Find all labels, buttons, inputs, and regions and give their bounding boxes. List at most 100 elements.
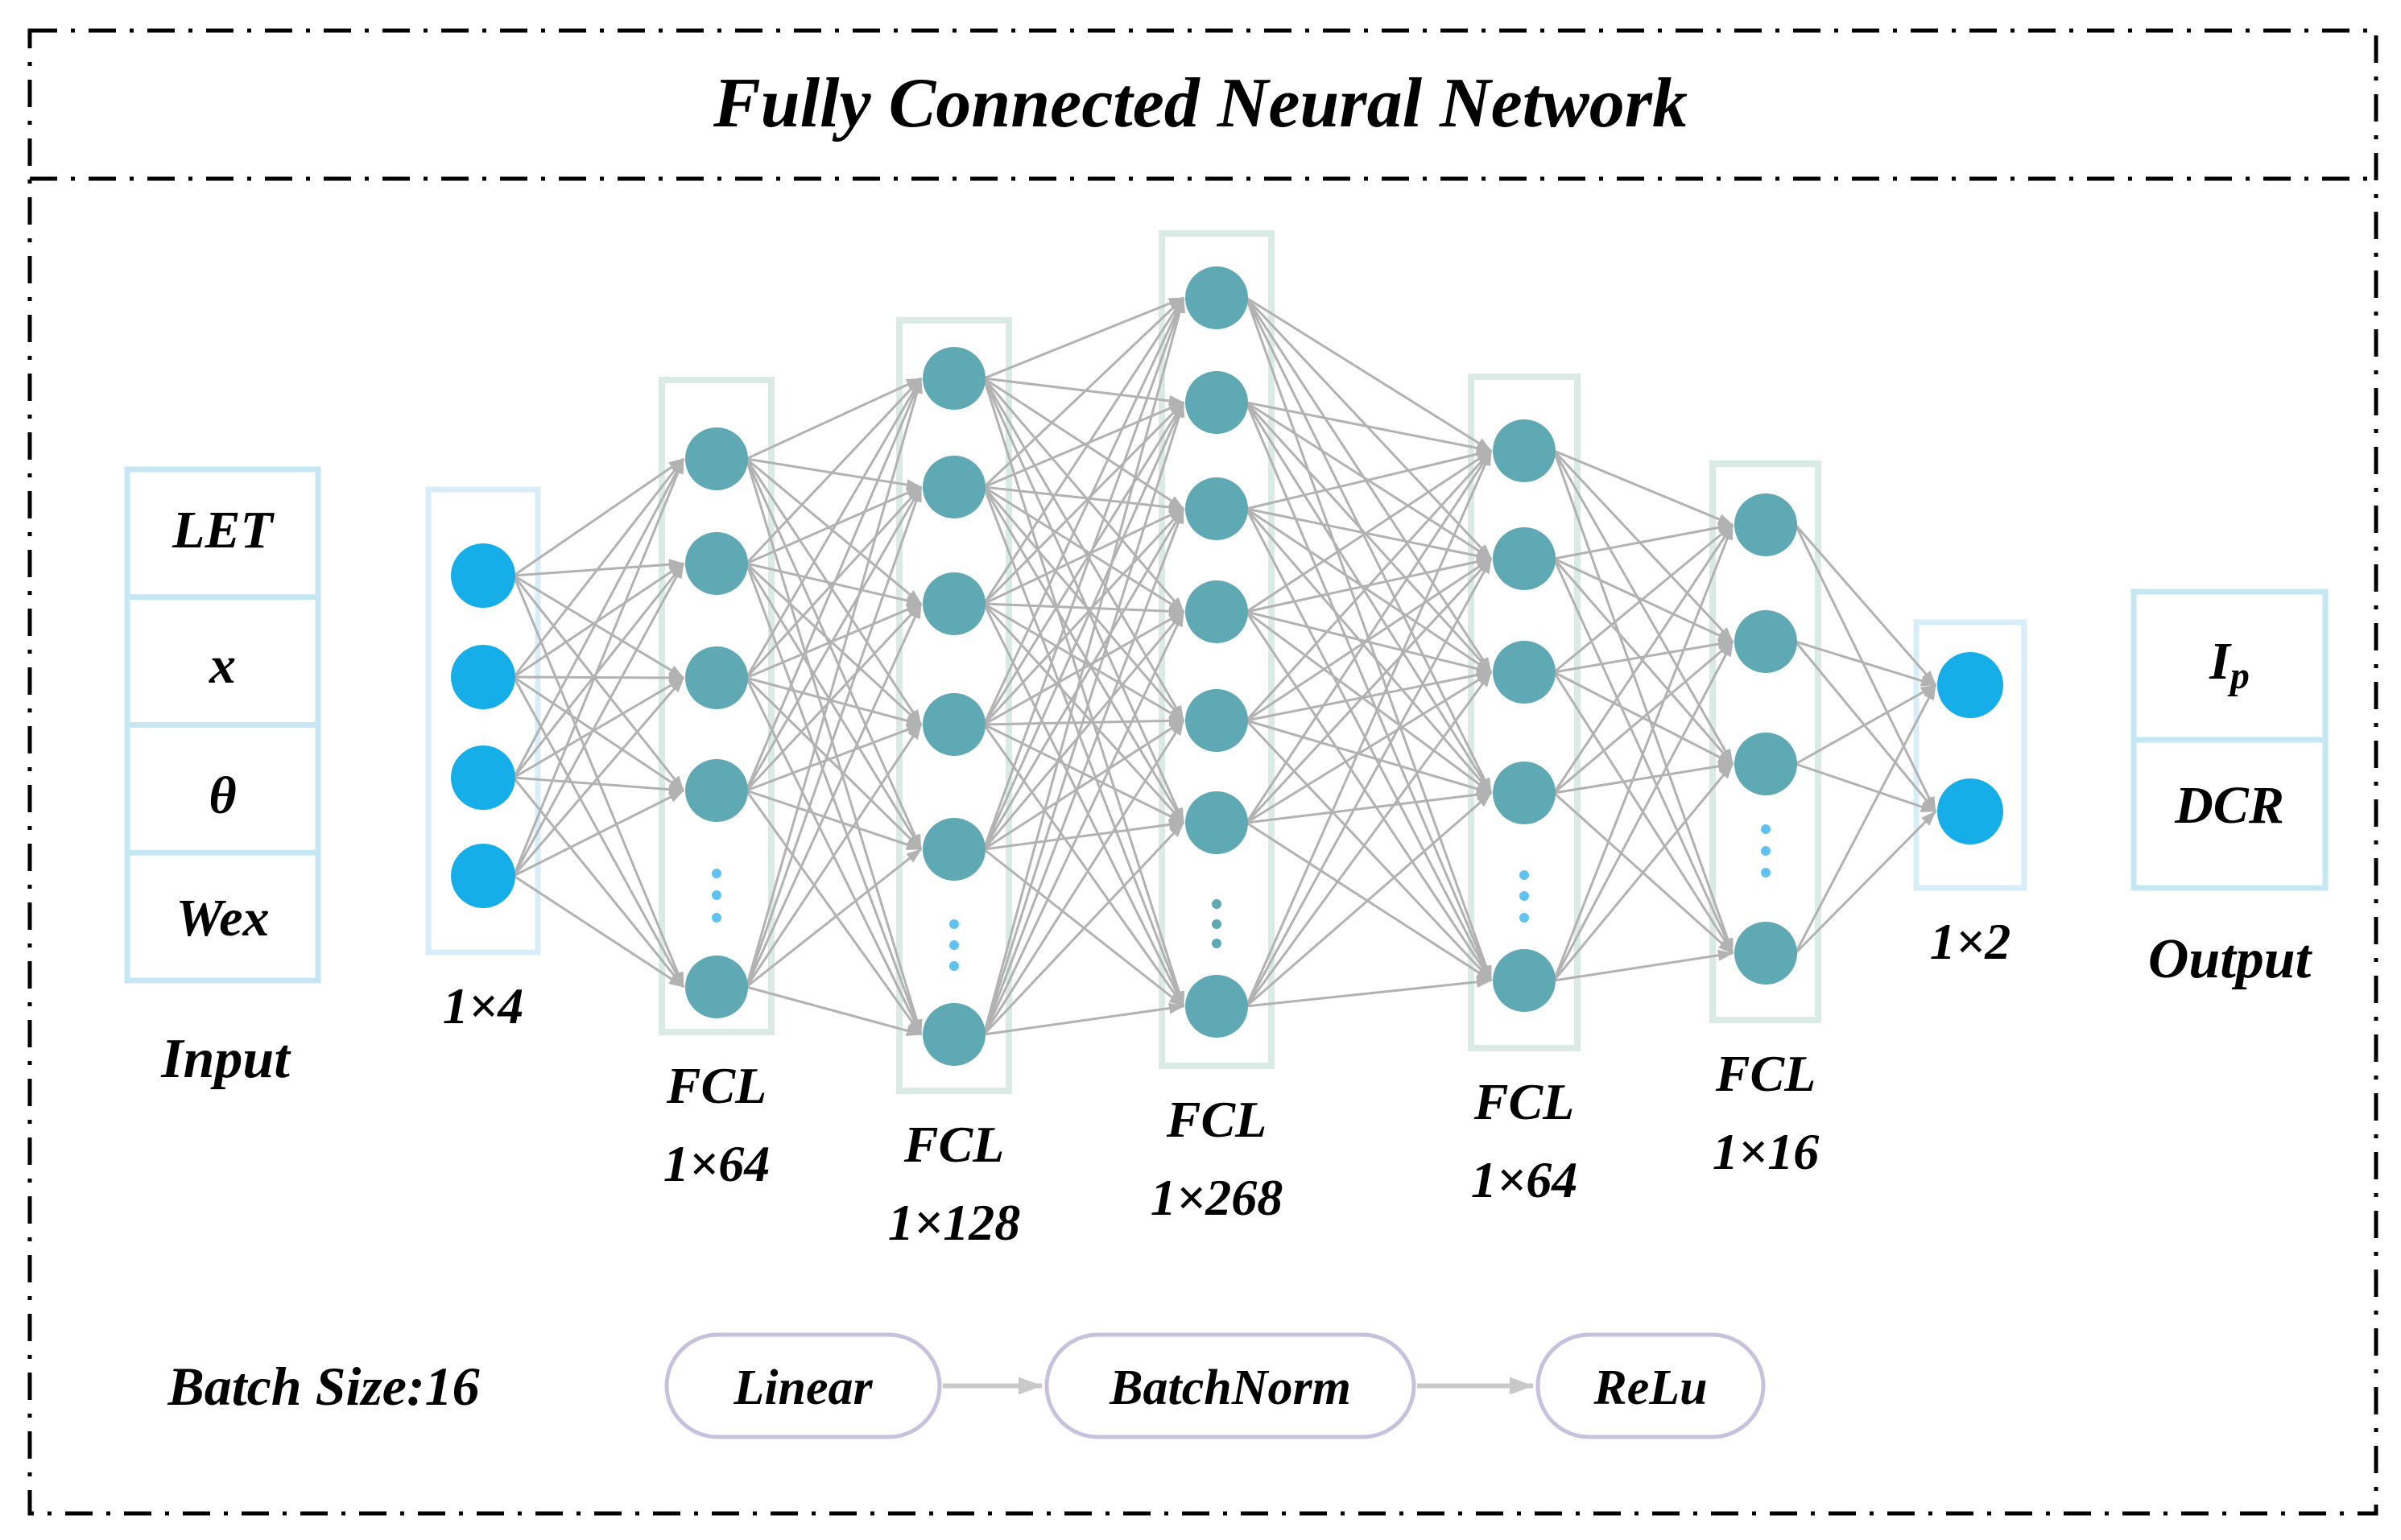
ellipsis-dot <box>1761 868 1771 877</box>
legend-box-linear <box>664 1332 942 1439</box>
connection-arrow <box>1245 450 1493 1007</box>
connection-arrow <box>1246 671 1492 824</box>
connection-arrow <box>513 574 684 679</box>
connection-arrow <box>1245 508 1493 981</box>
connection-arrow <box>1245 671 1493 1007</box>
hidden-neuron <box>1493 949 1556 1012</box>
connection-arrow <box>1245 401 1493 674</box>
hidden-neuron <box>1185 477 1248 540</box>
connection-arrow <box>746 985 922 1037</box>
connection-arrow <box>1552 449 1734 643</box>
connection-arrow <box>512 575 685 988</box>
hidden-neuron <box>1185 689 1248 752</box>
connection-arrow <box>1246 449 1492 613</box>
output-table-caption: Output <box>2148 928 2313 990</box>
hidden-neuron <box>1185 975 1248 1038</box>
hidden-neuron <box>685 759 748 822</box>
connection-arrow <box>1553 522 1734 560</box>
layer-label-fcl-268: 1×268 <box>1151 1169 1283 1226</box>
connection-arrow <box>513 671 684 683</box>
connection-arrow <box>1245 297 1493 673</box>
layer-label-fcl-128: 1×128 <box>888 1194 1020 1251</box>
hidden-neuron <box>1185 580 1248 643</box>
connection-arrow <box>983 602 1184 617</box>
layer-label-output-vector: 1×2 <box>1930 913 2010 970</box>
layer-label-fcl-128: FCL <box>903 1116 1004 1173</box>
ellipsis-dot <box>1212 939 1221 948</box>
output-table-cell: DCR <box>2174 776 2284 835</box>
connection-arrow <box>1552 450 1734 765</box>
hidden-neuron <box>1185 791 1248 854</box>
layer-label-fcl-64b: 1×64 <box>1471 1151 1577 1208</box>
connection-arrow <box>513 874 684 989</box>
connection-arrow <box>1245 719 1493 982</box>
connection-arrow <box>512 458 685 877</box>
hidden-neuron <box>1734 922 1797 985</box>
connection-arrow <box>746 848 922 989</box>
connection-arrow <box>512 677 685 877</box>
connection-arrow <box>746 789 922 851</box>
connection-arrow <box>1246 507 1492 674</box>
connection-arrow <box>1245 450 1493 824</box>
connection-arrow <box>982 508 1185 1035</box>
connection-arrow <box>1794 524 1937 812</box>
connection-arrow <box>745 602 923 792</box>
input-table-caption: Input <box>160 1028 291 1090</box>
connection-arrow <box>1795 640 1936 687</box>
connection-arrow <box>983 719 1184 851</box>
io-neuron <box>451 645 515 709</box>
ellipsis-dot <box>1519 891 1529 901</box>
connection-arrow <box>1246 448 1492 510</box>
connection-arrow <box>1246 401 1492 454</box>
connection-arrow <box>1246 669 1492 722</box>
connection-arrow <box>1552 641 1734 981</box>
ellipsis-dot <box>712 913 721 923</box>
connections <box>512 296 1937 1037</box>
hidden-neuron <box>1734 610 1797 673</box>
connection-arrow <box>745 486 923 791</box>
ellipsis-dot <box>1519 913 1529 923</box>
connection-arrow <box>982 507 1185 726</box>
connection-arrow <box>513 675 684 792</box>
connection-arrow <box>745 562 923 726</box>
ellipsis-dot <box>949 919 959 929</box>
connection-arrow <box>1552 558 1734 765</box>
connection-arrow <box>982 486 1185 1007</box>
connection-arrow <box>512 563 685 778</box>
connection-arrow <box>746 676 922 727</box>
legend-label-relu: ReLu <box>1593 1360 1707 1415</box>
connection-arrow <box>512 777 685 988</box>
connection-arrow <box>1246 791 1492 1008</box>
connection-arrow <box>513 676 684 779</box>
connection-arrow <box>746 457 922 605</box>
connection-arrow <box>745 486 923 988</box>
connection-arrow <box>745 377 923 565</box>
connection-arrow <box>746 377 922 460</box>
hidden-neuron <box>1493 641 1556 704</box>
hidden-neuron <box>923 818 986 881</box>
connection-arrow <box>1553 760 1734 795</box>
connection-arrow <box>982 402 1185 850</box>
connection-arrow <box>983 507 1184 605</box>
connection-arrow <box>1794 641 1937 812</box>
connection-arrow <box>1794 810 1937 955</box>
connection-arrow <box>1246 557 1492 722</box>
batch-size-label: Batch Size:16 <box>167 1356 479 1417</box>
connection-arrow <box>983 377 1184 407</box>
output-table-cell: Ip <box>2209 632 2250 697</box>
connection-arrow <box>1246 296 1492 452</box>
layer-label-input-vector: 1×4 <box>443 977 523 1034</box>
connection-arrow <box>745 458 923 1035</box>
connection-arrow <box>1246 610 1492 795</box>
connection-arrow <box>1246 719 1492 795</box>
layer-label-fcl-16: FCL <box>1715 1045 1816 1102</box>
connection-arrow <box>745 563 923 1035</box>
connection-arrow <box>982 402 1185 1035</box>
io-neuron <box>451 543 515 608</box>
connection-arrow <box>982 402 1185 725</box>
